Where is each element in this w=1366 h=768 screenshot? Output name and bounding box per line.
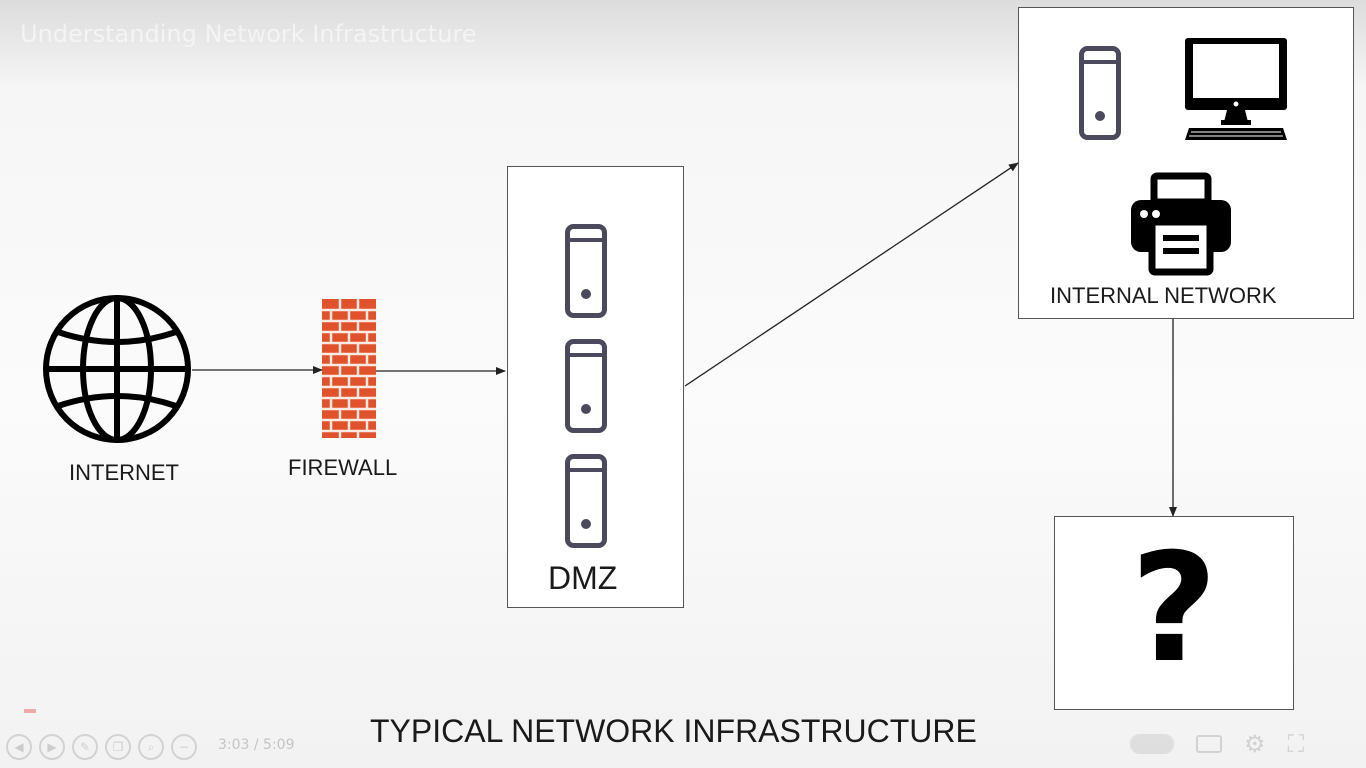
video-title: Understanding Network Infrastructure — [20, 20, 477, 48]
minus-icon[interactable]: − — [171, 734, 197, 760]
zoom-icon[interactable]: ⌕ — [138, 734, 164, 760]
video-controls-right: ⚙ ⛶ — [1130, 730, 1304, 758]
progress-indicator[interactable] — [24, 709, 36, 713]
previous-icon[interactable]: ◀ — [6, 734, 32, 760]
server-icon — [565, 339, 607, 433]
video-controls-left: ◀ ▶ ✎ ❐ ⌕ − — [6, 734, 197, 760]
copy-icon[interactable]: ❐ — [105, 734, 131, 760]
unknown-box: ? — [1054, 516, 1294, 710]
internet-label: INTERNET — [69, 460, 179, 485]
fullscreen-icon[interactable]: ⛶ — [1287, 730, 1305, 758]
edge-dmz-internal — [684, 162, 1019, 387]
next-icon[interactable]: ▶ — [39, 734, 65, 760]
desktop-computer-icon — [1185, 38, 1287, 140]
globe-icon — [43, 295, 191, 443]
internal-network-label: INTERNAL NETWORK — [1050, 283, 1277, 308]
server-icon — [1079, 46, 1121, 140]
settings-gear-icon[interactable]: ⚙ — [1244, 730, 1266, 758]
printer-icon — [1131, 172, 1231, 276]
brick-wall-icon — [322, 299, 376, 438]
question-mark: ? — [1130, 522, 1218, 696]
server-icon — [565, 454, 607, 548]
server-icon — [565, 224, 607, 318]
pen-icon[interactable]: ✎ — [72, 734, 98, 760]
dmz-label: DMZ — [548, 560, 618, 596]
diagram-caption: TYPICAL NETWORK INFRASTRUCTURE — [370, 713, 977, 749]
time-display: 3:03 / 5:09 — [218, 737, 295, 753]
firewall-label: FIREWALL — [288, 455, 398, 480]
subtitles-icon[interactable] — [1196, 735, 1222, 753]
autoplay-toggle-icon[interactable] — [1130, 734, 1174, 754]
